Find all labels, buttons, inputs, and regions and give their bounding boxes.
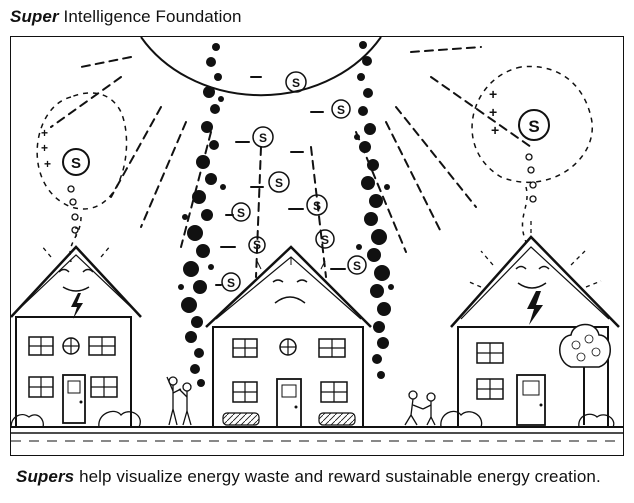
bushes bbox=[11, 410, 615, 428]
smoke-column-left bbox=[178, 43, 226, 387]
waste-coin-symbols: S S S S S S S S S S bbox=[227, 76, 361, 290]
smoke-column-right bbox=[354, 41, 394, 379]
coin-s-icon: S bbox=[313, 199, 321, 213]
coin-s-icon: S bbox=[337, 103, 345, 117]
people-left bbox=[166, 376, 192, 426]
ground bbox=[11, 426, 623, 442]
coin-s-icon: S bbox=[71, 155, 81, 172]
waste-coins bbox=[221, 71, 367, 292]
coin-s-icon: S bbox=[275, 176, 283, 190]
coin-s-icon: S bbox=[227, 276, 235, 290]
lightning-bolt-icon bbox=[71, 293, 83, 319]
header-title: Super Intelligence Foundation bbox=[10, 6, 242, 28]
left-coin-aura: S + + + bbox=[36, 92, 128, 263]
coin-s-icon: S bbox=[253, 238, 261, 252]
coin-s-icon: S bbox=[259, 131, 267, 145]
right-coin-aura: S + + + bbox=[471, 65, 594, 243]
waste-dashes bbox=[215, 76, 346, 286]
plus-icon: + bbox=[489, 86, 497, 102]
plus-icon: + bbox=[489, 104, 497, 120]
house-center bbox=[205, 245, 372, 428]
coin-s-icon: S bbox=[353, 259, 361, 273]
center-house-face-lines bbox=[256, 257, 326, 270]
coin-s-icon: S bbox=[292, 76, 300, 90]
house-left bbox=[11, 227, 142, 428]
illustration-svg: S S S S S S S S S S bbox=[11, 37, 623, 442]
caption-text: help visualize energy waste and reward s… bbox=[79, 467, 601, 486]
people-right bbox=[404, 390, 436, 426]
tree-right bbox=[559, 323, 611, 425]
plus-icon: + bbox=[491, 122, 499, 138]
coin-s-icon: S bbox=[321, 233, 329, 247]
lightning-bolt-icon bbox=[527, 291, 543, 325]
plus-icon: + bbox=[44, 157, 51, 171]
house-right bbox=[450, 221, 620, 428]
caption-brand-strong: Supers bbox=[16, 467, 75, 486]
header-brand-rest: Intelligence Foundation bbox=[63, 7, 242, 26]
illustration-frame: S S S S S S S S S S bbox=[10, 36, 624, 456]
header-brand-strong: Super bbox=[10, 7, 59, 26]
coin-s-icon: S bbox=[528, 117, 539, 136]
coin-s-icon: S bbox=[237, 206, 245, 220]
caption: Supers help visualize energy waste and r… bbox=[16, 466, 601, 488]
plus-icon: + bbox=[41, 141, 48, 155]
plus-icon: + bbox=[41, 126, 48, 140]
